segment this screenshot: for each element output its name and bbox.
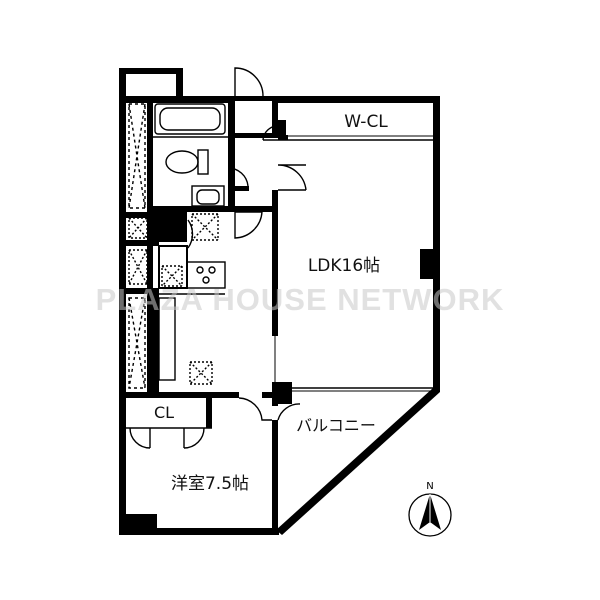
wall-right: [433, 96, 440, 392]
wall-wcl-bottom-left: [278, 135, 288, 140]
outer-walls: [119, 68, 440, 535]
wall-cl-right: [206, 398, 212, 428]
laundry-pan: [191, 213, 219, 241]
wall-top-right: [272, 96, 440, 103]
label-western-room: 洋室7.5帖: [171, 474, 249, 494]
compass-label: N: [426, 481, 433, 492]
wall-shaft: [147, 96, 153, 212]
wall-left: [119, 68, 126, 535]
fridge-space: [158, 297, 176, 381]
column-low: [272, 382, 292, 404]
entrance-door: [234, 67, 264, 97]
label-ldk: LDK16帖: [308, 256, 380, 276]
bathtub: [154, 103, 226, 135]
wall-kitchen-left: [153, 212, 159, 246]
toilet: [165, 149, 209, 175]
wall-closet-divider2: [126, 240, 153, 246]
wall-ldk-left: [272, 103, 278, 133]
bedroom-door: [238, 397, 272, 421]
wall-kitchen-left2: [153, 288, 159, 392]
wall-top-stub: [126, 96, 232, 103]
storage-strip: [128, 103, 146, 389]
wall-bedroom-top: [119, 392, 239, 398]
wall-closet-divider3: [126, 288, 153, 294]
wall-bath-bottom: [147, 206, 272, 212]
wall-bath-right: [228, 96, 235, 206]
wall-ldk-left-bottom: [272, 420, 278, 532]
wall-closet-right: [147, 212, 153, 392]
washbasin: [191, 185, 225, 207]
wall-hall-top: [235, 96, 272, 101]
ldk-door: [277, 164, 307, 191]
cl-door-right: [183, 427, 205, 449]
kitchen-door: [187, 219, 194, 249]
wall-diagonal: [276, 388, 440, 535]
hall-door-top: [262, 125, 279, 141]
wall-hall-lower: [235, 186, 249, 191]
column-top: [272, 120, 286, 138]
cl-door-left: [129, 427, 151, 449]
compass: N: [408, 481, 452, 537]
washroom-door: [234, 211, 263, 239]
kitchen-stove: [186, 261, 226, 289]
wall-hall-mid: [235, 133, 272, 138]
wall-bedroom-top-right: [262, 392, 278, 398]
doors: [126, 67, 307, 449]
balcony-door: [277, 403, 301, 421]
toilet-door: [227, 167, 249, 187]
label-cl: CL: [154, 403, 174, 422]
wall-top-left: [119, 68, 183, 96]
column-mid: [420, 249, 440, 279]
fixtures: [128, 103, 433, 392]
label-balcony: バルコニー: [296, 416, 376, 435]
wall-bottom-block: [119, 514, 157, 535]
watermark: PLAZA HOUSE NETWORK: [96, 282, 505, 317]
wall-bottom-left: [119, 528, 279, 535]
closet-x-marks: [128, 215, 213, 385]
wall-closet-divider1: [126, 212, 153, 218]
label-wcl: W-CL: [344, 112, 388, 132]
wall-ldk-left-mid: [272, 190, 278, 336]
